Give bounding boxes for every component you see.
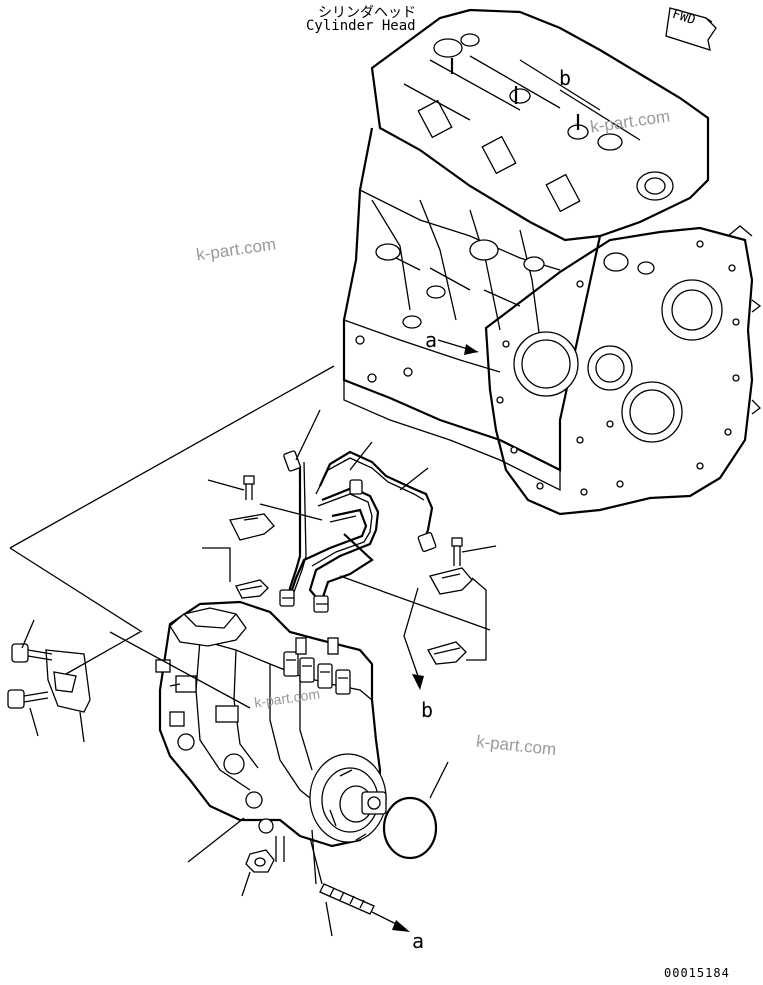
bracket-and-bolts <box>7 643 91 713</box>
pipe-clamps <box>229 475 473 665</box>
reference-b-upper: b <box>559 66 572 90</box>
document-number: 00015184 <box>664 966 730 980</box>
forward-direction-tag <box>665 7 717 51</box>
o-ring-illustration <box>382 796 438 860</box>
reference-a-upper: a <box>425 328 438 352</box>
injection-pump-illustration <box>155 600 387 848</box>
leader-lines <box>9 365 497 937</box>
reference-b-lower: b <box>421 698 434 722</box>
reference-a-lower: a <box>412 929 425 953</box>
cylinder-head-label-japanese: シリンダヘッド <box>318 5 416 21</box>
nut-and-stud <box>245 849 410 932</box>
cylinder-head-label: Cylinder Head <box>306 18 416 34</box>
injection-pipe-assembly <box>279 450 437 613</box>
engine-block-illustration <box>342 8 762 516</box>
